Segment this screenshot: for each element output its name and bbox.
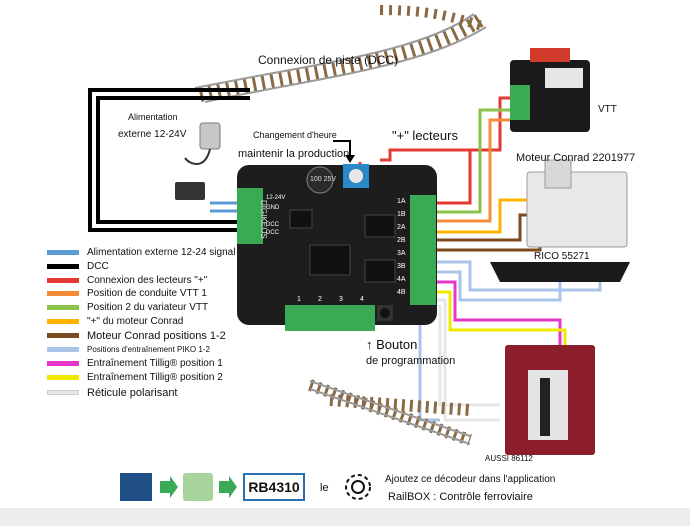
vtt-label: VTT [598, 104, 617, 115]
legend-text: Réticule polarisant [87, 386, 178, 399]
legend-swatch [47, 305, 79, 310]
left-terminal-dcc-1: DCC [266, 222, 279, 228]
legend-text: Position 2 du variateur VTT [87, 302, 209, 313]
shift-change-label: Changement d'heure [253, 130, 337, 140]
legend-text: DCC [87, 261, 109, 272]
right-terminal-1a: 1A [397, 198, 406, 205]
legend-item: Moteur Conrad positions 1-2 [47, 329, 226, 342]
conrad-motor [526, 159, 628, 248]
bottom-terminal-1: 1 [297, 296, 301, 303]
footer-bar [0, 508, 690, 526]
legend-swatch [47, 319, 79, 324]
legend-text: Position de conduite VTT 1 [87, 288, 207, 299]
railbox-label: RailBOX : Contrôle ferroviaire [388, 491, 533, 503]
legend-swatch [47, 390, 79, 395]
left-terminal-power: 12-24V [266, 195, 286, 201]
bottom-terminal-3: 3 [339, 296, 343, 303]
legend-swatch [47, 361, 79, 366]
rb-model-box: RB4310 [243, 473, 305, 501]
legend-swatch [47, 375, 79, 380]
legend-item: Positions d'entraînement PIKO 1-2 [47, 344, 210, 355]
power-label-2: externe 12-24V [118, 129, 187, 140]
left-terminal-dcc-2: DCC [266, 230, 279, 236]
track-switch [308, 379, 472, 446]
legend-item: DCC [47, 261, 109, 272]
plus-readers-label: "+" lecteurs [392, 128, 458, 143]
rico-device [490, 262, 630, 282]
legend-text: Entraînement Tillig® position 1 [87, 358, 223, 369]
footer-flow [120, 473, 237, 501]
capacitor-label: 100 25V [310, 176, 337, 183]
legend-item: Entraînement Tillig® position 1 [47, 358, 223, 369]
legend-text: Moteur Conrad positions 1-2 [87, 329, 226, 342]
left-terminal-gnd: GND [266, 205, 280, 211]
legend-item: Connexion des lecteurs "+" [47, 275, 207, 286]
decoder-board [237, 164, 437, 331]
le-label: le [320, 482, 329, 494]
legend-item: Entraînement Tillig® position 2 [47, 372, 223, 383]
legend-swatch [47, 347, 79, 352]
gear-icon [345, 474, 371, 500]
shift-arrow-head [345, 155, 355, 163]
legend-swatch [47, 264, 79, 269]
aussi-label: AUSSI 86112 [485, 454, 533, 463]
legend-item: Réticule polarisant [47, 386, 178, 399]
bottom-terminal-2: 2 [318, 296, 322, 303]
legend-text: Positions d'entraînement PIKO 1-2 [87, 345, 210, 354]
vtt-motor [510, 48, 590, 132]
track-label: Connexion de piste (DCC) [258, 53, 399, 67]
rico-label: RICO 55271 [534, 251, 590, 262]
right-terminal-1b: 1B [397, 211, 406, 218]
legend-text: Connexion des lecteurs "+" [87, 275, 208, 286]
legend-text: "+" du moteur Conrad [87, 316, 184, 327]
right-terminal-4b: 4B [397, 289, 406, 296]
conrad-label: Moteur Conrad 2201977 [516, 152, 636, 164]
legend-swatch [47, 278, 79, 283]
legend-item: Position de conduite VTT 1 [47, 288, 207, 299]
programming-label: de programmation [366, 355, 456, 367]
legend-item: "+" du moteur Conrad [47, 316, 183, 327]
right-terminal-2b: 2B [397, 237, 406, 244]
right-terminal-4a: 4A [397, 276, 406, 283]
shift-arrow [333, 140, 351, 158]
dcc-wires [88, 88, 250, 232]
legend-swatch [47, 333, 79, 338]
decoder-note: Ajoutez ce décodeur dans l'application [385, 474, 556, 485]
legend-swatch [47, 291, 79, 296]
button-label: ↑ Bouton [366, 337, 418, 352]
power-supply-icon [175, 122, 221, 200]
legend-swatch [47, 250, 79, 255]
rb-model: RB4310 [248, 479, 300, 495]
track-curve [194, 5, 488, 103]
power-label-1: Alimentation [128, 112, 178, 122]
right-terminal-3b: 3B [397, 263, 406, 270]
right-terminal-3a: 3A [397, 250, 406, 257]
tillig-motor [505, 345, 595, 455]
legend-item: Alimentation externe 12-24 signal [47, 247, 235, 258]
legend-item: Position 2 du variateur VTT [47, 302, 208, 313]
right-terminal-2a: 2A [397, 224, 406, 231]
legend-text: Entraînement Tillig® position 2 [87, 372, 223, 383]
maintain-label: maintenir la production [238, 148, 350, 160]
bottom-terminal-4: 4 [360, 296, 364, 303]
legend-text: Alimentation externe 12-24 signal [87, 247, 236, 258]
